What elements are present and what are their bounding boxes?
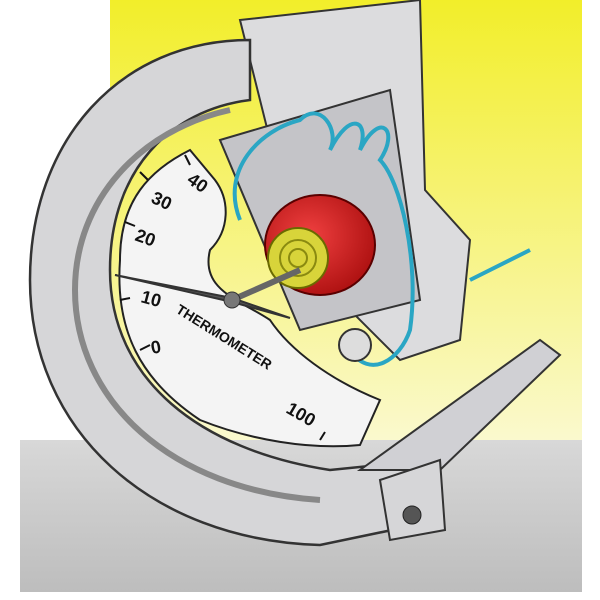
coil-spiral-inner <box>288 248 308 268</box>
mounting-tab <box>378 458 447 542</box>
capillary-wire <box>232 111 531 367</box>
pointer-needle <box>114 274 291 319</box>
outer-case <box>28 38 442 547</box>
pointer-hub <box>223 291 241 309</box>
pointer-shaft <box>230 267 302 303</box>
mounting-hole <box>402 505 422 525</box>
scale-ticks <box>119 154 326 441</box>
coil-center <box>267 227 329 289</box>
scale-label-0: 0 <box>149 337 162 358</box>
gear <box>338 328 372 362</box>
case-inner-rim <box>71 107 321 503</box>
dial-face <box>118 148 382 448</box>
coil-spiral <box>279 239 317 277</box>
